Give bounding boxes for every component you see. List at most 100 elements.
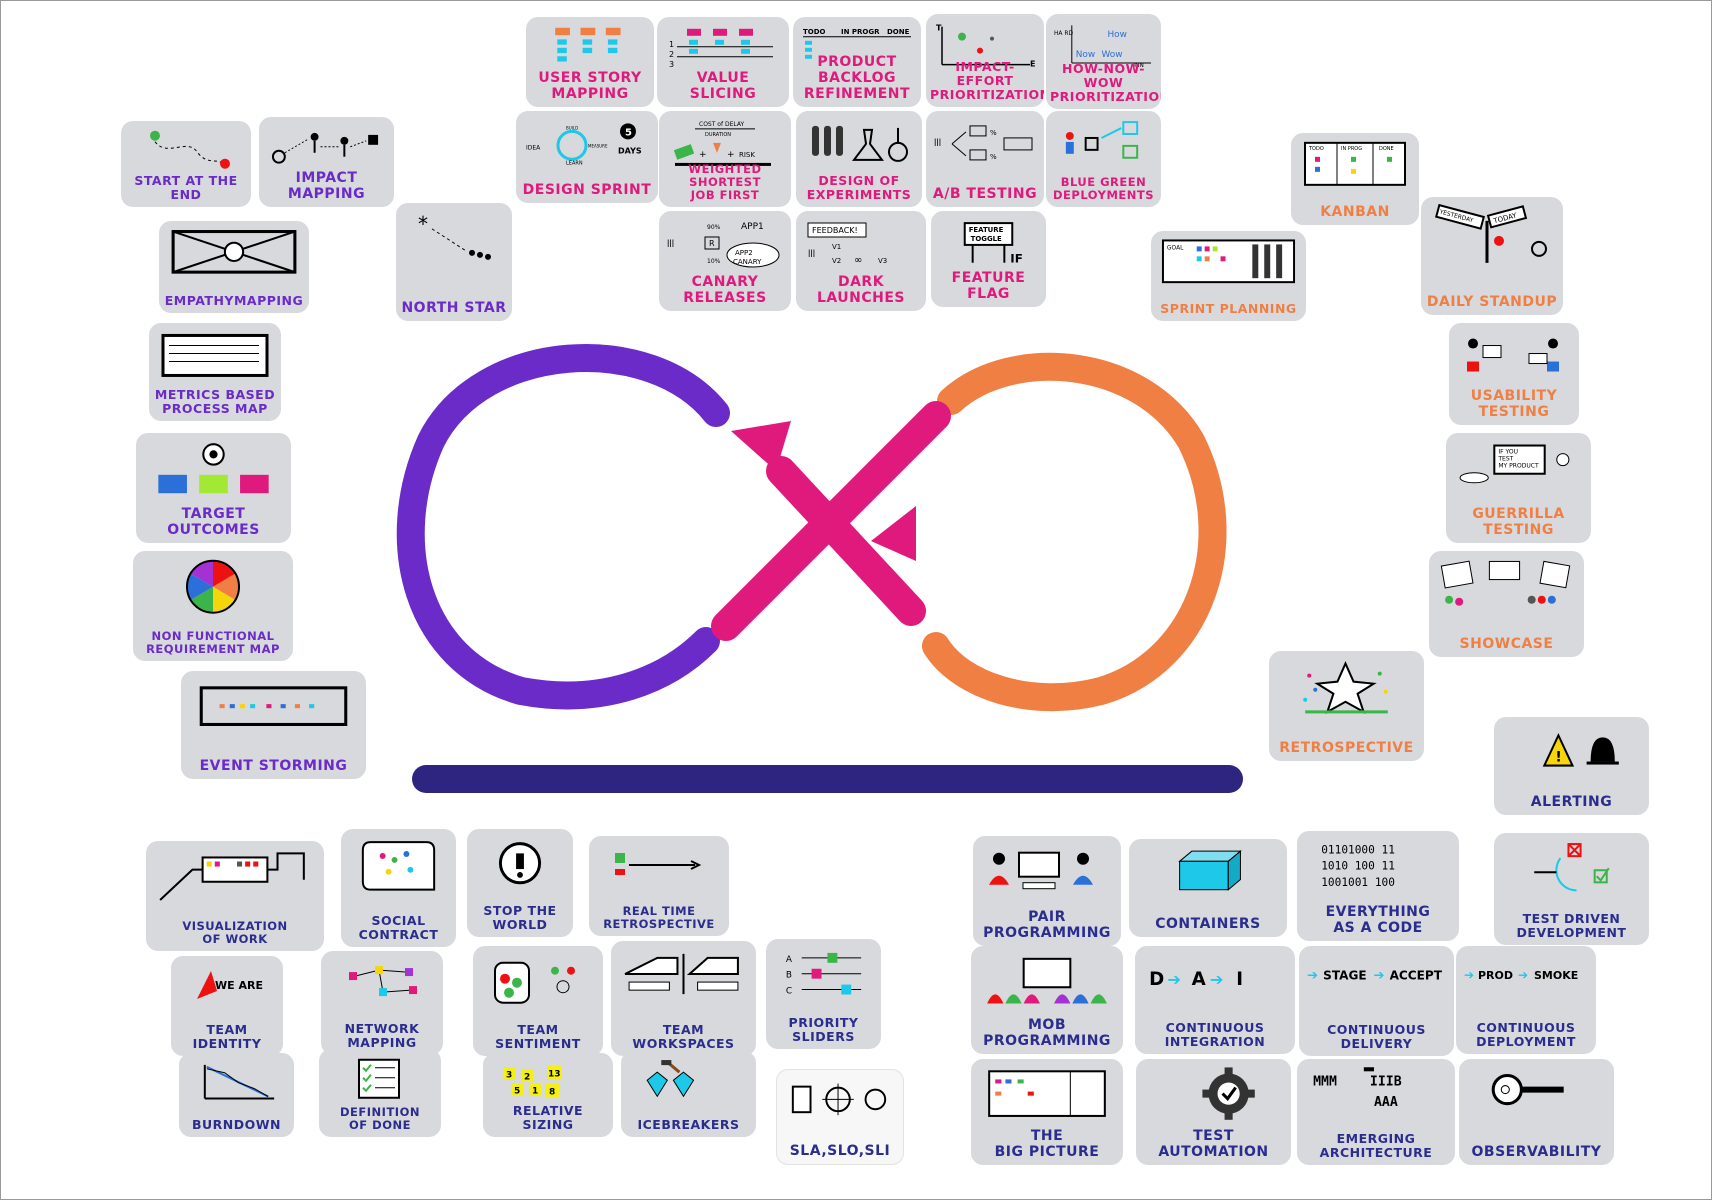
svg-text:3: 3 [506,1071,512,1081]
svg-text:➔: ➔ [1373,969,1384,984]
card-social-contract[interactable]: SOCIAL CONTRACT [341,829,456,947]
card-label: CANARY RELEASES [683,274,767,306]
card-team-sentiment[interactable]: TEAM SENTIMENT [473,946,603,1056]
svg-text:A: A [786,955,793,965]
card-event-storming[interactable]: EVENT STORMING [181,671,366,779]
card-stop-the-world[interactable]: STOP THE WORLD [467,829,573,937]
card-label: ICEBREAKERS [637,1117,740,1132]
card-impact-mapping[interactable]: IMPACT MAPPING [259,117,394,207]
loop-left-purple [396,344,730,710]
loop-cross-down [766,456,926,626]
card-continuous-integration[interactable]: D➔A➔I CONTINUOUS INTEGRATION [1135,946,1295,1054]
card-continuous-delivery[interactable]: ➔STAGE➔ACCEPT CONTINUOUS DELIVERY [1299,946,1454,1056]
impact-map-icon [271,132,379,164]
card-label: PAIR PROGRAMMING [983,909,1111,941]
story-map-icon [555,27,621,62]
card-ab-testing[interactable]: ꟾꟾꟾ%% A/B TESTING [926,111,1044,207]
ab-split-icon: ꟾꟾꟾ%% [934,125,1033,161]
workspace-desks-icon [624,953,739,995]
card-empathy-mapping[interactable]: EMPATHYMAPPING [159,221,309,313]
event-timeline-icon [199,686,348,727]
sprint-planning-board-icon: GOAL [1161,239,1296,284]
card-definition-of-done[interactable]: DEFINITION OF DONE [319,1049,441,1137]
card-team-identity[interactable]: WE ARE TEAM IDENTITY [171,956,283,1056]
card-mob-programming[interactable]: MOB PROGRAMMING [971,946,1123,1054]
card-burndown[interactable]: BURNDOWN [179,1053,294,1137]
showcase-audience-icon [1440,560,1571,606]
card-metrics-based-process-map[interactable]: METRICS BASED PROCESS MAP [149,323,281,421]
card-blue-green-deployments[interactable]: BLUE GREEN DEPLOYMENTS [1046,111,1161,207]
svg-text:8: 8 [549,1088,555,1098]
tdd-cycle-icon [1534,843,1610,892]
card-label: MOB PROGRAMMING [983,1017,1111,1049]
card-sprint-planning[interactable]: GOAL SPRINT PLANNING [1151,231,1306,321]
svg-text:PROD: PROD [1478,969,1513,982]
stop-button-icon [498,842,542,885]
svg-text:2: 2 [669,50,674,59]
card-test-driven-development[interactable]: TEST DRIVEN DEVELOPMENT [1494,833,1649,945]
card-visualization-of-work[interactable]: VISUALIZATION OF WORK [146,841,324,951]
card-start-at-the-end[interactable]: START AT THE END [121,121,251,207]
svg-text:5: 5 [625,127,632,138]
scroll-contract-icon [361,841,436,891]
loop-cross-up [711,401,951,641]
card-alerting[interactable]: ! ALERTING [1494,717,1649,815]
svg-text:➔: ➔ [1518,968,1528,982]
mob-programming-icon [987,957,1107,1004]
card-target-outcomes[interactable]: TARGET OUTCOMES [136,433,291,543]
card-test-automation[interactable]: TEST AUTOMATION [1136,1059,1291,1165]
card-label: THE BIG PICTURE [994,1128,1100,1160]
card-real-time-retrospective[interactable]: REAL TIME RETROSPECTIVE [589,836,729,936]
card-label: VISUALIZATION OF WORK [182,919,288,946]
card-sla-slo-sli[interactable]: SLA,SLO,SLI [776,1069,904,1165]
card-containers[interactable]: CONTAINERS [1129,839,1287,937]
card-north-star[interactable]: * NORTH STAR [396,203,512,321]
card-label: RELATIVE SIZING [512,1103,584,1132]
svg-text:CANARY: CANARY [733,258,762,266]
card-network-mapping[interactable]: NETWORK MAPPING [321,951,443,1055]
svg-text:LEARN: LEARN [566,160,583,166]
card-observability[interactable]: OBSERVABILITY [1459,1059,1614,1165]
card-user-story-mapping[interactable]: USER STORY MAPPING [526,17,654,107]
loop-right-orange [922,352,1227,712]
cd-pipeline-icon: ➔STAGE➔ACCEPT [1307,969,1443,984]
svg-text:+: + [699,150,707,160]
svg-text:ꟾꟾꟾ: ꟾꟾꟾ [667,238,674,249]
svg-text:MEASURE: MEASURE [588,143,608,148]
card-the-big-picture[interactable]: THE BIG PICTURE [971,1059,1123,1165]
card-design-of-experiments[interactable]: DESIGN OF EXPERIMENTS [796,111,922,207]
sla-metrics-icon [791,1083,887,1116]
card-label: HOW-NOW-WOW PRIORITIZATION [1050,61,1161,104]
card-usability-testing[interactable]: USABILITY TESTING [1449,323,1579,425]
card-retrospective[interactable]: RETROSPECTIVE [1269,651,1424,761]
card-label: OBSERVABILITY [1471,1144,1602,1160]
card-non-functional-requirement-map[interactable]: NON FUNCTIONAL REQUIREMENT MAP [133,551,293,661]
card-showcase[interactable]: SHOWCASE [1429,551,1584,657]
card-label: METRICS BASED PROCESS MAP [154,387,276,416]
svg-text:COST of DELAY: COST of DELAY [699,121,745,128]
svg-text:TODO: TODO [803,28,826,36]
svg-text:A: A [1192,969,1207,990]
card-team-workspaces[interactable]: TEAM WORKSPACES [611,941,756,1056]
card-icebreakers[interactable]: ICEBREAKERS [621,1051,756,1137]
card-pair-programming[interactable]: PAIR PROGRAMMING [973,836,1121,946]
card-continuous-deployment[interactable]: ➔PROD➔SMOKE CONTINUOUS DEPLOYMENT [1456,946,1596,1054]
